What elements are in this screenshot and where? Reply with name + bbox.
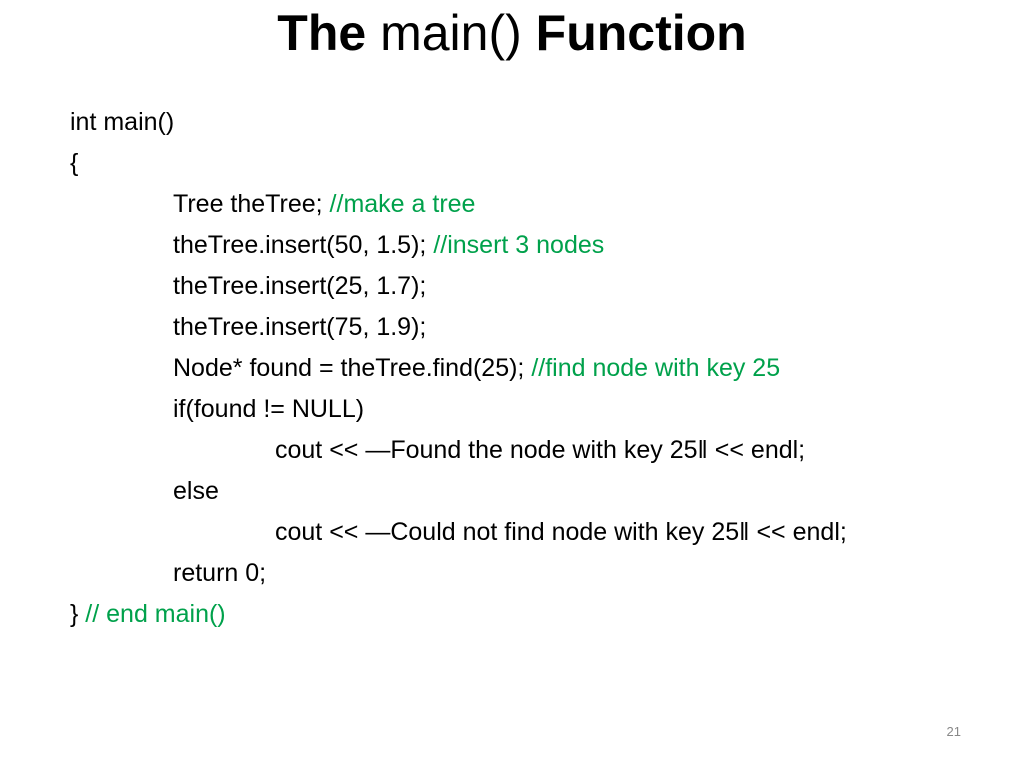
code-line-2: { xyxy=(70,143,1010,184)
code-line-8: if(found != NULL) xyxy=(70,389,1010,430)
title-part-function: Function xyxy=(535,5,747,61)
code-block: int main() { Tree theTree; //make a tree… xyxy=(70,102,1010,635)
code-line-11: cout << ―Could not find node with key 25… xyxy=(70,512,1010,553)
code-line-13: } // end main() xyxy=(70,594,1010,635)
code-line-5: theTree.insert(25, 1.7); xyxy=(70,266,1010,307)
code-line-10: else xyxy=(70,471,1010,512)
code-line-1: int main() xyxy=(70,102,1010,143)
title-part-the: The xyxy=(277,5,367,61)
code-comment: // end main() xyxy=(85,600,226,628)
code-text: theTree.insert(75, 1.9); xyxy=(173,313,427,341)
code-comment: //insert 3 nodes xyxy=(433,231,605,259)
code-text: Node* found = theTree.find(25); xyxy=(173,354,532,382)
code-line-9: cout << ―Found the node with key 25‖ << … xyxy=(70,430,1010,471)
code-text: { xyxy=(70,149,79,177)
code-line-7: Node* found = theTree.find(25); //find n… xyxy=(70,348,1010,389)
code-text: int main() xyxy=(70,108,175,136)
code-text: } xyxy=(70,600,86,628)
code-text: cout << ―Found the node with key 25‖ << … xyxy=(275,436,806,464)
code-text: theTree.insert(25, 1.7); xyxy=(173,272,427,300)
code-text: return 0; xyxy=(173,559,267,587)
code-text: else xyxy=(173,477,219,505)
code-text: theTree.insert(50, 1.5); xyxy=(173,231,434,259)
code-comment: //make a tree xyxy=(329,190,476,218)
code-line-4: theTree.insert(50, 1.5); //insert 3 node… xyxy=(70,225,1010,266)
code-text: Tree theTree; xyxy=(173,190,330,218)
code-comment: //find node with key 25 xyxy=(531,354,781,382)
slide-title: The main() Function xyxy=(0,2,1024,64)
code-line-6: theTree.insert(75, 1.9); xyxy=(70,307,1010,348)
code-line-12: return 0; xyxy=(70,553,1010,594)
code-text: if(found != NULL) xyxy=(173,395,365,423)
title-part-main: main() xyxy=(366,5,536,61)
page-number: 21 xyxy=(946,724,961,739)
code-text: cout << ―Could not find node with key 25… xyxy=(275,518,847,546)
code-line-3: Tree theTree; //make a tree xyxy=(70,184,1010,225)
